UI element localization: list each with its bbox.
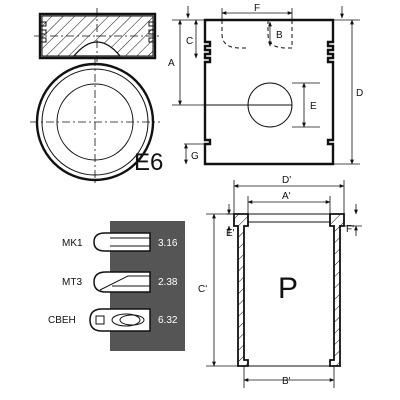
part-label: P (278, 272, 298, 305)
model-label: E6 (134, 149, 163, 176)
ring-value: 6.32 (158, 315, 178, 326)
dim-label-g: G (191, 151, 199, 162)
piston-side-view (34, 8, 162, 62)
ring-mk1: MK1 3.16 (62, 232, 178, 252)
ring-mt3: MT3 2.38 (62, 271, 178, 293)
ring-name: CBEH (48, 315, 76, 326)
liner-dimensions: D' A' E' F' C' B' (198, 175, 362, 388)
dim-label-e: E (310, 101, 317, 112)
cylinder-liner-view: P (233, 213, 345, 367)
dim-label-e-prime: E' (226, 228, 235, 239)
block-section-view (203, 18, 335, 166)
dim-label-c: C (186, 36, 193, 47)
block-dimensions: F C A B E D G (168, 3, 363, 165)
dim-label-a-prime: A' (282, 191, 291, 202)
dim-label-b-prime: B' (282, 376, 291, 387)
ring-value: 2.38 (158, 277, 178, 288)
dim-label-a: A (168, 58, 175, 69)
ring-name: MT3 (62, 277, 82, 288)
dim-label-f-prime: F' (346, 224, 354, 235)
dim-label-c-prime: C' (198, 284, 207, 295)
ring-cbeh: CBEH 6.32 (48, 308, 178, 332)
ring-value: 3.16 (158, 238, 178, 249)
dim-label-b: B (276, 30, 283, 41)
dim-label-f: F (254, 3, 260, 14)
ring-panel: MK1 3.16 MT3 2.38 CBEH 6.32 (48, 221, 185, 351)
ring-name: MK1 (62, 238, 83, 249)
piston-top-view (30, 58, 160, 186)
dim-label-d: D (356, 88, 363, 99)
dim-label-d-prime: D' (282, 175, 291, 186)
